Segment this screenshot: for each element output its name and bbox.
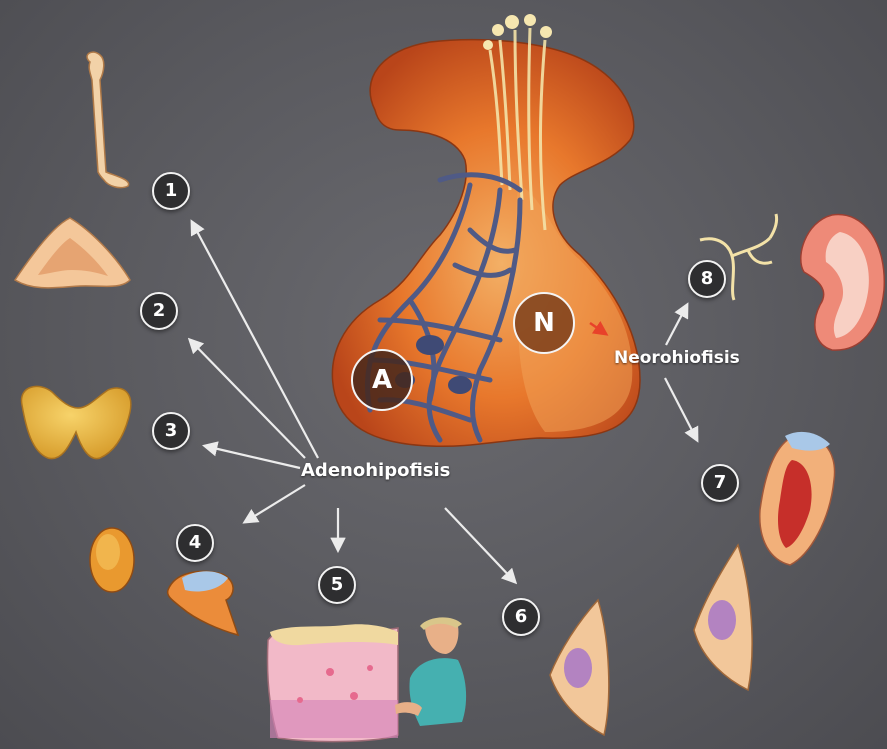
badge-2: 2 bbox=[140, 292, 178, 330]
thyroid-illustration bbox=[22, 386, 131, 458]
badge-3: 3 bbox=[152, 412, 190, 450]
badge-a-adenohipofisis: A bbox=[351, 349, 413, 411]
badge-n-neurohipofisis: N bbox=[513, 292, 575, 354]
badge-6: 6 bbox=[502, 598, 540, 636]
person-illustration bbox=[395, 617, 466, 726]
bone-illustration bbox=[87, 52, 129, 188]
badge-1: 1 bbox=[152, 172, 190, 210]
badge-8: 8 bbox=[688, 260, 726, 298]
gonad-illustration bbox=[90, 528, 238, 635]
arrows-neurohipofisis bbox=[665, 305, 697, 440]
adenohipofisis-label: Adenohipofisis bbox=[301, 460, 450, 481]
badge-5: 5 bbox=[318, 566, 356, 604]
neurohipofisis-label: Neorohiofisis bbox=[614, 348, 740, 368]
uterus-illustration bbox=[760, 432, 835, 565]
badge-4: 4 bbox=[176, 524, 214, 562]
badge-7: 7 bbox=[701, 464, 739, 502]
mammary-gland-illustration bbox=[550, 545, 752, 735]
adrenal-gland-illustration bbox=[15, 218, 130, 288]
skin-illustration bbox=[267, 624, 398, 741]
kidney-illustration bbox=[801, 215, 884, 351]
